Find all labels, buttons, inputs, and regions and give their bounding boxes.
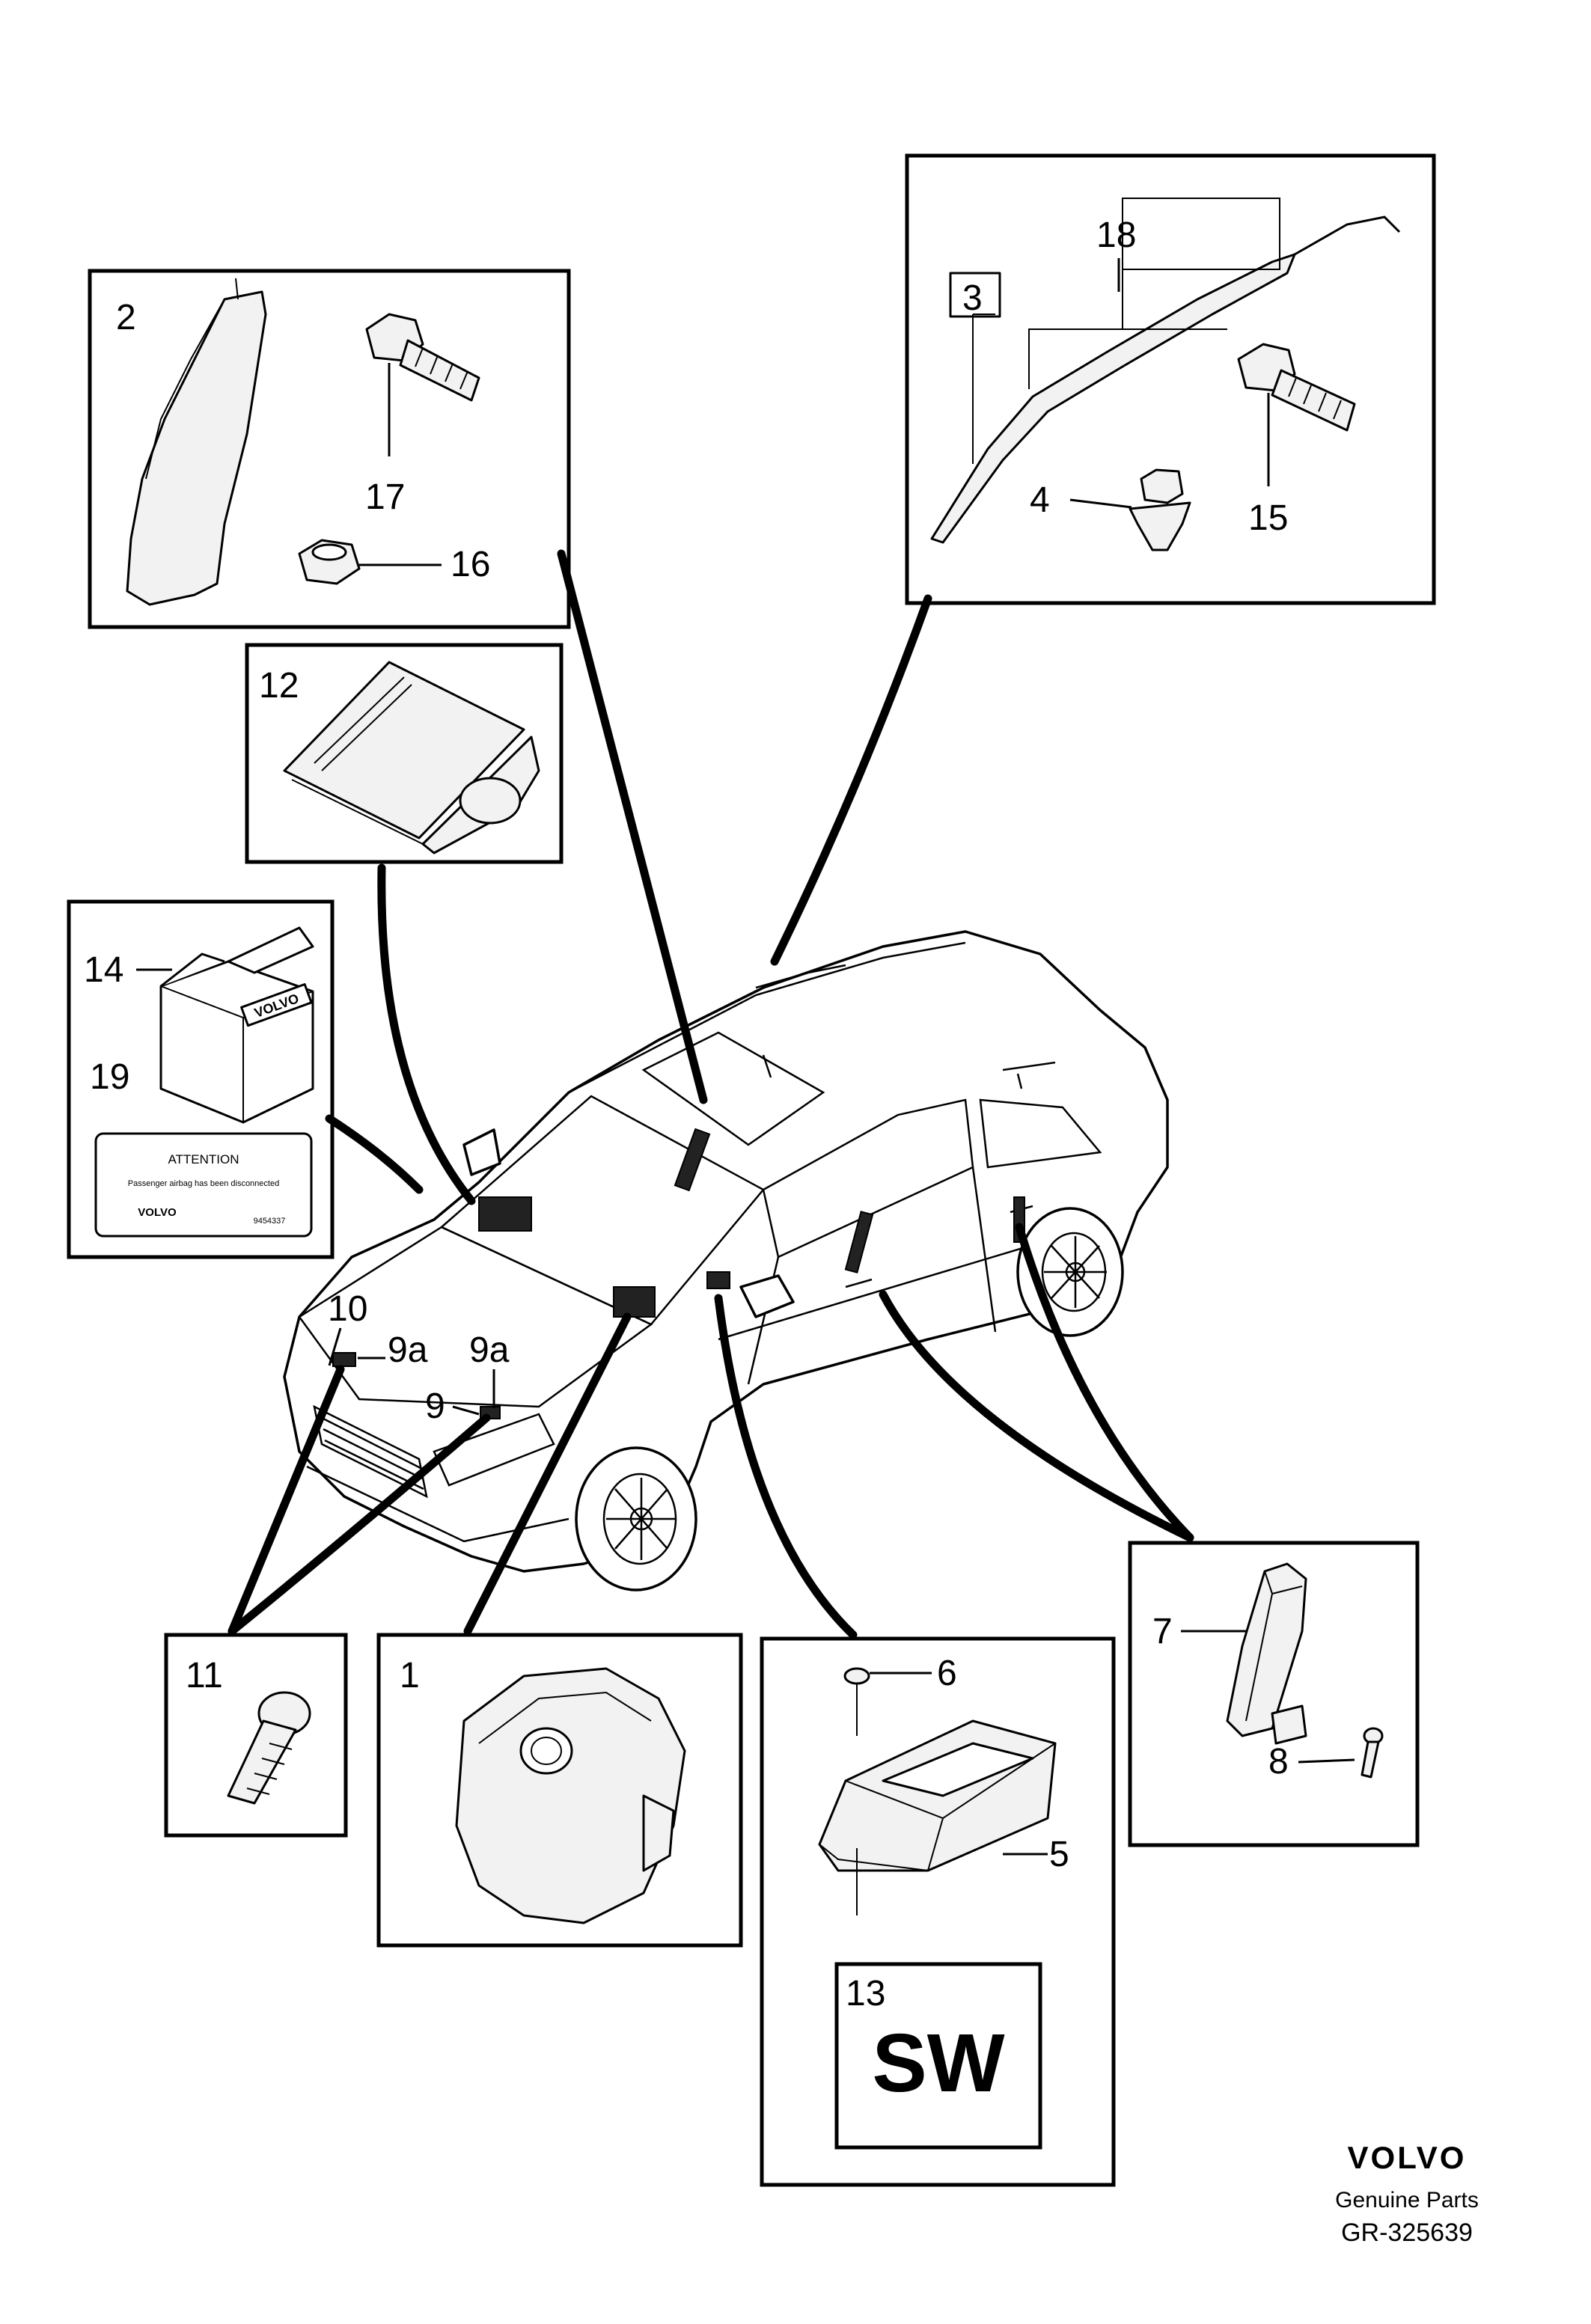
bolt-17-image: [365, 313, 480, 402]
carton-box-image: VOLVO: [159, 926, 314, 1124]
box-driver-airbag: 1: [376, 1633, 743, 1948]
side-airbag-module-image: [126, 290, 267, 606]
callout-9a-right: 9a: [469, 1330, 510, 1370]
footer-tagline: Genuine Parts: [1335, 2188, 1479, 2213]
box-packaging-label: 14 VOLVO 19 ATTENTION Passenger airbag h…: [67, 899, 335, 1259]
footer-reference: GR-325639: [1341, 2218, 1473, 2247]
box-passenger-airbag: 12: [245, 643, 564, 864]
marker-control-module: [706, 1271, 730, 1289]
screw-6-image: [843, 1667, 870, 1736]
marker-passenger-airbag: [478, 1196, 532, 1232]
pointer-arrows: [227, 549, 1194, 1639]
box-curtain-airbag: 3 18 15 4: [905, 153, 1436, 605]
callout-9: 9: [425, 1386, 445, 1426]
callout-6: 6: [937, 1654, 957, 1693]
marker-steering-airbag: [613, 1286, 656, 1318]
callout-14: 14: [84, 950, 123, 990]
callout-3: 3: [962, 278, 983, 318]
bolt-15-image: [1237, 343, 1356, 432]
callout-12: 12: [259, 666, 299, 706]
driver-airbag-module-image: [455, 1667, 686, 1924]
curtain-airbag-image: [930, 253, 1296, 544]
callout-8: 8: [1268, 1742, 1289, 1782]
screw-8-image: [1361, 1727, 1384, 1779]
callout-5: 5: [1049, 1835, 1069, 1874]
callout-3-frame: [949, 272, 1001, 318]
callout-19: 19: [90, 1057, 129, 1097]
box-control-module: 6 5 13 SW: [760, 1636, 1116, 2187]
nut-16-image: [298, 539, 361, 585]
airbag-control-module-image: [818, 1719, 1057, 1872]
callout-4: 4: [1030, 480, 1050, 520]
callout-16: 16: [451, 545, 490, 584]
label-19-title: ATTENTION: [168, 1152, 239, 1166]
box-front-sensor-screw: 11: [164, 1633, 348, 1838]
screw-11-image: [227, 1691, 311, 1805]
label-19-number: 9454337: [254, 1217, 286, 1226]
car-illustration: [283, 930, 1169, 1591]
warning-label-19: ATTENTION Passenger airbag has been disc…: [94, 1132, 313, 1238]
passenger-airbag-module-image: [283, 661, 540, 854]
callout-15: 15: [1248, 498, 1288, 538]
side-impact-sensor-image: [1226, 1562, 1307, 1745]
box-side-impact-sensor: 7 8: [1128, 1541, 1420, 1847]
callout-7: 7: [1152, 1612, 1173, 1651]
callout-2: 2: [116, 298, 136, 337]
marker-curtain-airbag: [674, 1128, 711, 1192]
footer-brand: VOLVO: [1348, 2140, 1467, 2175]
callout-10: 10: [328, 1289, 367, 1329]
label-19-text: Passenger airbag has been disconnected: [128, 1179, 279, 1188]
footer: VOLVO Genuine Parts GR-325639: [1335, 2140, 1479, 2247]
callout-17: 17: [365, 477, 405, 517]
callout-13: 13: [846, 1974, 885, 2013]
clip-4-image: [1129, 468, 1191, 551]
marker-side-airbag: [844, 1211, 874, 1273]
callout-9a-left: 9a: [388, 1330, 428, 1370]
callout-11: 11: [186, 1656, 223, 1695]
label-19-logo: VOLVO: [138, 1206, 177, 1219]
software-badge: SW: [872, 2017, 1004, 2109]
callout-18: 18: [1096, 215, 1136, 255]
marker-front-sensor-9a: [332, 1352, 356, 1367]
callout-1: 1: [400, 1656, 420, 1695]
software-box-13: [834, 1962, 1042, 2150]
box-front-side-airbag: 2 17 16: [88, 269, 571, 629]
